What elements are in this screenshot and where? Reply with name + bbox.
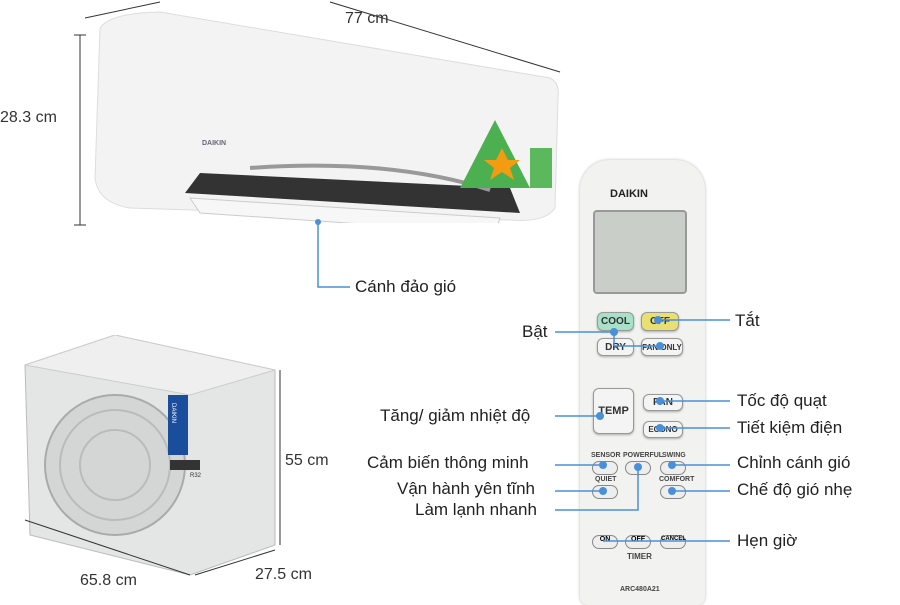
sensor-button[interactable] [592, 461, 618, 475]
quiet-button[interactable] [592, 485, 618, 499]
callout-quiet: Vận hành yên tĩnh [397, 479, 536, 498]
dim-outdoor-depth: 27.5 cm [255, 566, 312, 583]
dim-indoor-height: 28.3 cm [0, 109, 57, 126]
dry-button[interactable]: DRY [597, 338, 634, 356]
timer-on-button[interactable]: ON [592, 535, 618, 549]
cancel-button[interactable]: CANCEL [660, 535, 686, 549]
timer-off-button[interactable]: OFF [625, 535, 651, 549]
swing-button[interactable] [660, 461, 686, 475]
temp-button[interactable]: TEMP [593, 388, 634, 434]
indoor-unit-body [94, 11, 559, 234]
remote-lcd-screen [593, 210, 687, 294]
timer-on-label: ON [599, 536, 611, 543]
callout-fan: Tốc độ quạt [737, 391, 827, 410]
remote-model: ARC480A21 [620, 586, 660, 593]
fan-button[interactable]: FAN [643, 394, 683, 411]
swing-label: SWING [662, 452, 686, 459]
timer-off-label: OFF [631, 536, 645, 543]
callout-timer: Hẹn giờ [737, 531, 798, 550]
callout-on: Bật [522, 322, 548, 341]
remote-control: DAIKIN [580, 160, 705, 605]
econo-button[interactable]: ECONO [643, 421, 683, 438]
indoor-brand-logo: DAIKIN [202, 140, 227, 147]
callout-powerful: Làm lạnh nhanh [415, 500, 537, 519]
dim-indoor-width: 77 cm [345, 10, 389, 27]
outdoor-brand-logo: DAIKIN [170, 403, 176, 424]
fan-only-button[interactable]: FAN ONLY [641, 338, 683, 356]
sensor-label: SENSOR [591, 452, 621, 459]
callout-swing: Chỉnh cánh gió [737, 453, 851, 472]
off-button[interactable]: OFF [641, 312, 679, 331]
outdoor-badge: R32 [190, 473, 202, 479]
callout-comfort: Chế độ gió nhẹ [737, 480, 853, 499]
callout-off: Tắt [735, 311, 760, 330]
callout-econo: Tiết kiệm điện [737, 418, 843, 437]
dim-outdoor-width: 65.8 cm [80, 572, 137, 589]
callout-sensor: Cảm biến thông minh [367, 453, 529, 472]
comfort-button[interactable] [660, 485, 686, 499]
timer-label: TIMER [627, 552, 652, 561]
powerful-button[interactable] [625, 461, 651, 475]
cancel-label: CANCEL [661, 536, 686, 542]
outdoor-unit: DAIKIN R32 [20, 334, 280, 580]
callout-temp: Tăng/ giảm nhiệt độ [380, 406, 531, 425]
powerful-label: POWERFUL [623, 452, 664, 459]
indoor-unit: DAIKIN [90, 8, 560, 234]
cool-button[interactable]: COOL [597, 312, 634, 331]
quiet-label: QUIET [595, 476, 617, 483]
remote-brand-logo: DAIKIN [610, 188, 648, 200]
callout-louver: Cánh đảo gió [355, 277, 457, 296]
dim-outdoor-height: 55 cm [285, 452, 329, 469]
outdoor-unit-body [24, 334, 276, 576]
comfort-label: COMFORT [659, 476, 695, 483]
